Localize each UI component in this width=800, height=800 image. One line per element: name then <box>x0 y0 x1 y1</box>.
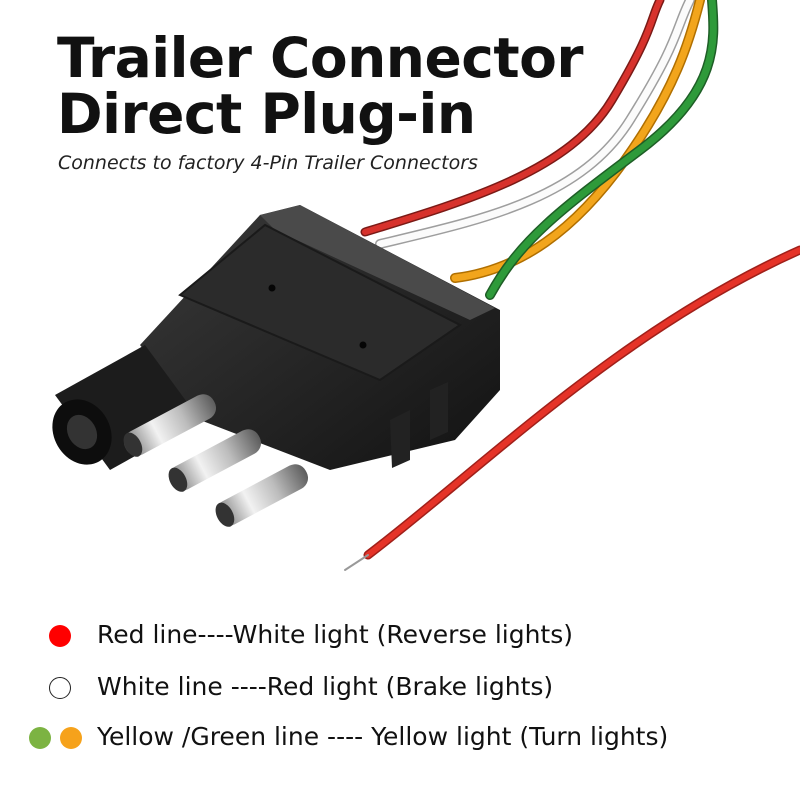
legend-row-white: White line ----Red light (Brake lights) <box>0 667 800 707</box>
white-dot-icon <box>49 677 71 699</box>
connector-pins <box>123 394 309 527</box>
wire-bundle <box>344 0 800 571</box>
title-line-2: Direct Plug-in <box>57 82 476 146</box>
page-title: Trailer Connector Direct Plug-in <box>57 30 584 142</box>
orange-dot-icon <box>60 727 82 749</box>
legend-text-white: White line ----Red light (Brake lights) <box>97 672 554 701</box>
red-dot-icon <box>49 625 71 647</box>
red-wire-top <box>360 0 665 237</box>
legend-row-yellow-green: Yellow /Green line ---- Yellow light (Tu… <box>0 717 800 757</box>
legend-text-red: Red line----White light (Reverse lights) <box>97 620 574 649</box>
green-dot-icon <box>29 727 51 749</box>
subtitle: Connects to factory 4-Pin Trailer Connec… <box>58 152 478 174</box>
connector-body <box>52 205 500 470</box>
title-line-1: Trailer Connector <box>57 26 584 90</box>
trailer-connector-illustration <box>52 0 800 571</box>
legend-text-yellow-green: Yellow /Green line ---- Yellow light (Tu… <box>97 722 669 751</box>
legend-row-red: Red line----White light (Reverse lights) <box>0 615 800 655</box>
